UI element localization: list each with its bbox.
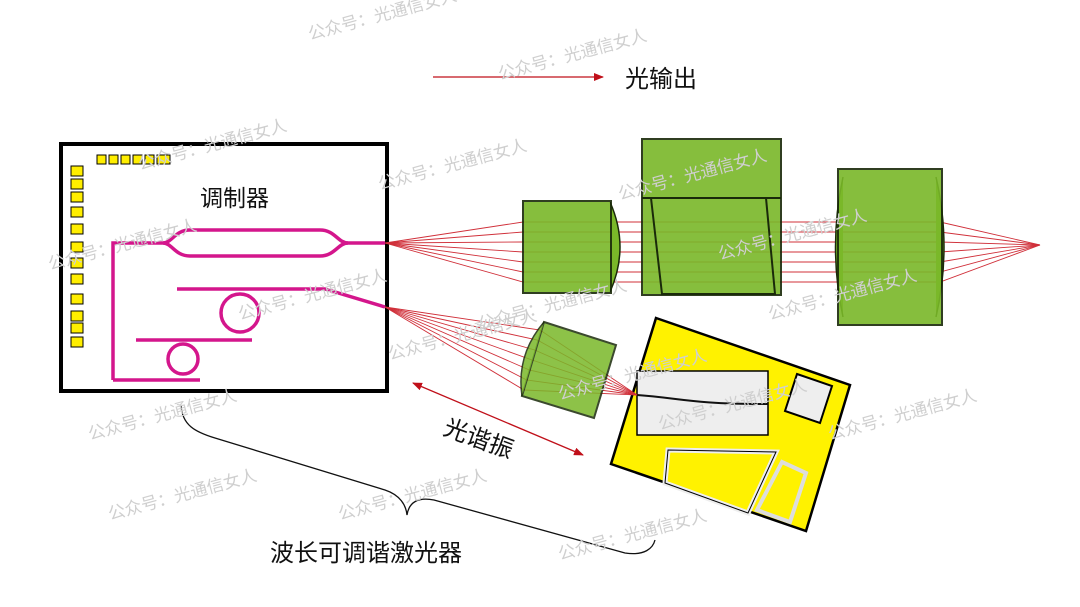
isolator: [641, 138, 782, 296]
bond-pad: [70, 273, 84, 285]
bond-pad: [156, 154, 171, 165]
bus-waveguide: [177, 287, 386, 309]
ring-resonator: [219, 292, 261, 334]
modulator-label: 调制器: [200, 186, 269, 212]
bond-pad: [70, 293, 84, 305]
bond-pad: [96, 154, 107, 165]
resonance-arrow: [412, 382, 584, 456]
watermark-text: 公众号：光通信女人: [86, 386, 239, 445]
focusing-lens: [834, 168, 945, 326]
mach-zehnder-lower-arm: [162, 241, 349, 258]
bond-pad: [70, 310, 84, 322]
watermark-text: 公众号：光通信女人: [306, 0, 459, 45]
watermark-text: 公众号：光通信女人: [556, 506, 709, 565]
cavity-lens: [520, 320, 618, 420]
modulator-chip: 调制器: [59, 142, 389, 393]
bond-pad: [70, 336, 84, 348]
waveguides: [111, 228, 386, 382]
collimating-lens: [522, 200, 621, 294]
gain-waveguide: [636, 394, 769, 405]
resonance-label: 光谐振: [440, 413, 517, 464]
chip-outline: [59, 142, 389, 393]
bond-pad: [70, 165, 84, 177]
bond-pad: [120, 154, 131, 165]
bond-pad: [144, 154, 155, 165]
laser-label: 波长可调谐激光器: [270, 539, 462, 567]
bond-pad: [70, 322, 84, 334]
watermark-text: 公众号：光通信女人: [106, 466, 259, 525]
bond-pad: [70, 206, 84, 218]
watermark-text: 公众号：光通信女人: [376, 136, 529, 195]
ring-resonator: [166, 342, 200, 376]
watermark-text: 公众号：光通信女人: [336, 466, 489, 525]
watermark-text: 公众号：光通信女人: [826, 386, 979, 445]
bond-pads: [70, 154, 171, 348]
laser-brace: [180, 404, 656, 555]
output-label: 光输出: [625, 65, 697, 93]
bond-pad: [70, 223, 84, 235]
bond-pad: [70, 191, 84, 203]
bond-pad: [70, 178, 84, 190]
bond-pad: [132, 154, 143, 165]
bond-pad: [108, 154, 119, 165]
tunable-filter-plate: [609, 316, 852, 533]
bond-pad: [70, 257, 84, 269]
bond-pad: [70, 241, 84, 253]
